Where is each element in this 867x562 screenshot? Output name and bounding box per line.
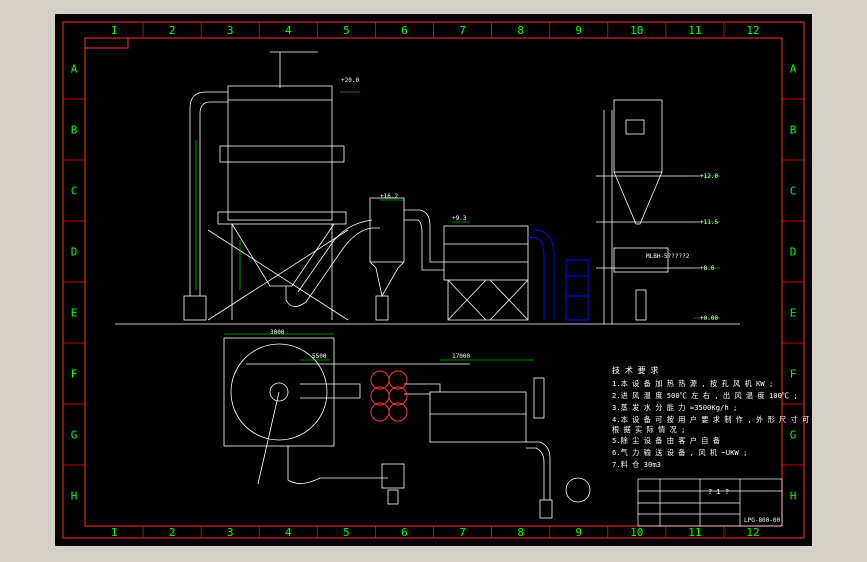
title-block-center: ? 1 ? xyxy=(708,488,729,496)
spray-tower-body xyxy=(227,85,333,221)
plan-outlet-duct xyxy=(526,441,551,500)
elev-right-mid: +11.5 xyxy=(700,219,718,226)
col-label-bottom-2: 2 xyxy=(169,526,176,539)
platform-upper xyxy=(219,145,345,163)
dimension-lines xyxy=(195,91,720,361)
row-label-left-H: H xyxy=(71,490,78,503)
row-label-right-E: E xyxy=(790,307,797,320)
platform-lower xyxy=(217,211,347,225)
corner-mark xyxy=(85,38,129,49)
row-label-left-G: G xyxy=(71,429,78,442)
row-label-left-E: E xyxy=(71,307,78,320)
col-label-top-8: 8 xyxy=(517,24,524,37)
filter-plan xyxy=(429,391,527,443)
transfer-duct xyxy=(285,219,380,307)
col-label-top-2: 2 xyxy=(169,24,176,37)
row-label-left-F: F xyxy=(71,368,78,381)
tower-plan-frame xyxy=(223,337,335,447)
dim-plan-length: 17000 xyxy=(452,353,470,360)
plan-duct-c xyxy=(287,446,388,484)
plan-view xyxy=(223,337,591,519)
elev-right-base: +0.00 xyxy=(700,315,718,322)
col-label-bottom-3: 3 xyxy=(227,526,234,539)
notes-line-6: 5.除 尘 设 备 由 客 户 自 备 xyxy=(612,436,720,445)
tower-plan-circle xyxy=(230,343,328,441)
notes-title: 技 术 要 求 xyxy=(612,365,658,375)
hot-air-duct xyxy=(189,91,228,296)
elev-cyclone-inlet: +16.2 xyxy=(380,193,398,200)
elev-right-low: +8.0 xyxy=(700,265,715,272)
elev-filter-top: +9.3 xyxy=(452,215,467,222)
notes-line-2: 2.进 风 温 度 500℃ 左 右 , 出 风 温 度 100℃ ; xyxy=(612,391,798,400)
row-label-left-C: C xyxy=(71,185,78,198)
col-label-bottom-10: 10 xyxy=(630,526,643,539)
row-label-right-G: G xyxy=(790,429,797,442)
screw-conveyor xyxy=(613,247,669,273)
scrubber-tower xyxy=(565,259,589,321)
col-label-top-7: 7 xyxy=(459,24,466,37)
plan-duct-b xyxy=(404,383,441,395)
col-label-top-4: 4 xyxy=(285,24,292,37)
row-label-left-D: D xyxy=(71,246,78,259)
row-label-right-F: F xyxy=(790,368,797,381)
tower-cone xyxy=(231,223,335,287)
cyclone-to-filter-duct xyxy=(404,209,444,271)
plan-fan xyxy=(565,477,591,503)
title-block xyxy=(637,478,783,527)
drawing-background xyxy=(55,14,812,546)
technical-notes: 技 术 要 求 1.本 设 备 加 热 热 源 , 按 孔 风 机 KW ; 2… xyxy=(612,365,809,469)
notes-line-3: 3.蒸 发 水 分 能 力 ≈3500Kg/h ; xyxy=(612,403,737,412)
dim-plan-width: 3000 xyxy=(270,329,285,336)
row-label-left-A: A xyxy=(71,63,78,76)
cyclone-body xyxy=(369,197,405,263)
col-label-bottom-5: 5 xyxy=(343,526,350,539)
scrubber-duct xyxy=(527,229,555,320)
elev-right-top: +12.0 xyxy=(700,173,718,180)
row-label-right-H: H xyxy=(790,490,797,503)
notes-line-7: 6.气 力 输 送 设 备 , 风 机 ~UKW ; xyxy=(612,448,747,457)
col-label-top-11: 11 xyxy=(688,24,701,37)
col-label-top-1: 1 xyxy=(111,24,118,37)
col-label-bottom-4: 4 xyxy=(285,526,292,539)
col-label-bottom-9: 9 xyxy=(575,526,582,539)
elev-top-tower: +20.0 xyxy=(341,77,359,84)
col-label-top-9: 9 xyxy=(575,24,582,37)
notes-line-4: 4.本 设 备 可 按 用 户 要 求 制 作 , 外 形 尺 寸 可 xyxy=(612,415,809,424)
col-label-bottom-8: 8 xyxy=(517,526,524,539)
elevation-view xyxy=(115,51,740,325)
col-label-bottom-7: 7 xyxy=(459,526,466,539)
notes-line-8: 7.料 仓 30m3 xyxy=(612,460,661,469)
notes-line-5: 根 据 实 际 情 况 ; xyxy=(612,425,685,434)
row-label-right-D: D xyxy=(790,246,797,259)
air-heater xyxy=(183,295,207,321)
row-label-right-A: A xyxy=(790,63,797,76)
col-label-top-5: 5 xyxy=(343,24,350,37)
col-label-top-10: 10 xyxy=(630,24,643,37)
col-label-top-6: 6 xyxy=(401,24,408,37)
col-label-top-3: 3 xyxy=(227,24,234,37)
dryer-model-label: MLBH-5?????2 xyxy=(646,253,690,260)
plan-cyclones xyxy=(370,370,408,422)
row-label-left-B: B xyxy=(71,124,78,137)
powder-silo xyxy=(613,99,663,173)
row-label-right-C: C xyxy=(790,185,797,198)
dim-plan-left: 5500 xyxy=(312,353,327,360)
col-label-top-12: 12 xyxy=(746,24,759,37)
wet-scrubber xyxy=(527,229,589,321)
col-label-bottom-6: 6 xyxy=(401,526,408,539)
col-label-bottom-12: 12 xyxy=(746,526,759,539)
plan-duct-a xyxy=(300,383,361,399)
col-label-bottom-1: 1 xyxy=(111,526,118,539)
drawing-number: LPG-800-00 xyxy=(744,517,781,524)
col-label-bottom-11: 11 xyxy=(688,526,701,539)
notes-line-1: 1.本 设 备 加 热 热 源 , 按 孔 风 机 KW ; xyxy=(612,379,773,388)
row-label-right-B: B xyxy=(790,124,797,137)
